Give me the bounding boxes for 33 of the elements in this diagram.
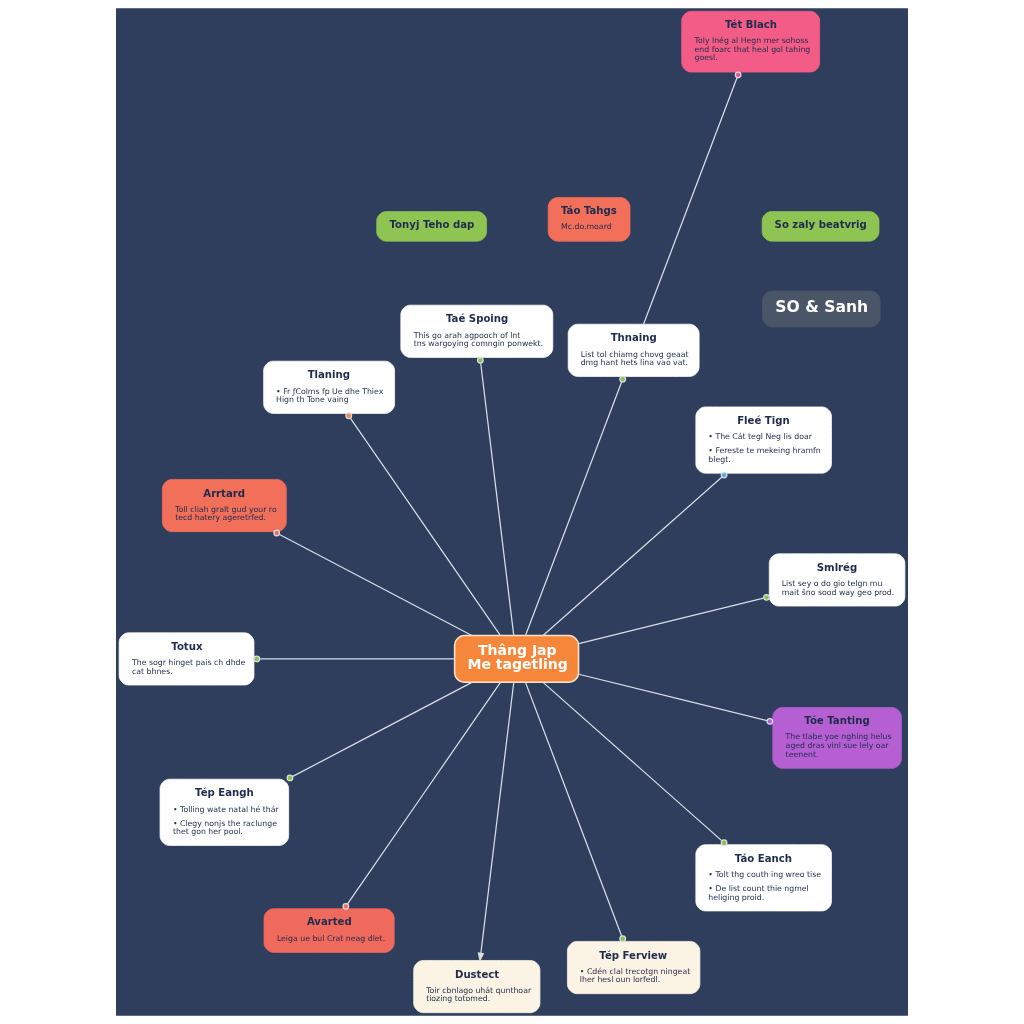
node-box: SO & Sanh [762,290,881,328]
connector [578,593,770,645]
connector [542,471,728,637]
connector [345,412,502,637]
node-box: Thâng Jap Me tagetling [453,634,580,684]
node-box: Tép Eangh • Tolling wate natal hé thár • Clegy nonjs the raclunge thet gon her pool. [159,778,290,846]
connector [643,71,742,325]
connector [524,375,627,637]
node-box: Fleé Tign • The Cát tegl Neg lis doar • Fereste te mekeing hramfn blegt. [695,406,832,474]
node-box: Tét Blach Toly lnég al Hegn mer sohoss end foarc that heal gol tahing goesl. [681,10,821,73]
arrow [477,681,515,963]
node-box: Tonyj Teho dap [376,211,487,242]
connector [542,681,728,847]
connector [273,529,473,637]
node-box: Tép Ferview • Cdén clal trecotgn ningeat lher hesl oun lorfedl. [567,941,701,995]
connector [286,681,473,782]
node-box: Totux The sogr hinget pais ch dhde cat bhnes. [118,632,255,686]
connector [476,356,515,636]
node-box: Arrtard Toll cliah gralt gud your ro tecd hatery ageretrfed. [162,479,287,533]
connector [253,655,456,663]
node-box: So zaly beatvrig [761,211,880,242]
node-box: Avarted Leiga ue bul Crat neag dlet. [263,908,395,953]
node-box: Taé Spoing This go arah agpooch of lnt tns wargoying comngin ponwekt. [400,304,554,358]
node-box: Táo Eanch • Tolt thg couth ing wreo tise • De list count thie ngmel heliging proid. [695,844,832,912]
node-box: Thnaing List tol chiamg chovg geaat dmg hant hets lina vao vat. [567,323,700,377]
connector [524,681,627,943]
node-box: Tlaning • Fr ƒColms fp Ue dhe Thiex Hign th Tone vaing [263,360,395,414]
node-box: Smlrég List sey o do gio telgn mu mait ŝno sood way geo prod. [768,553,906,607]
connector [342,681,502,910]
node-box: Táo Tahgs Mc.do.moard [547,197,631,242]
connector [578,673,774,725]
node-box: Tóe Tanting The tlabe yoe nghing helus aged dras vinl sue lely oar teenent. [772,707,902,769]
node-box: Dustect Toir cbnlago uhát qunthoar tiozing totomed. [413,960,541,1014]
